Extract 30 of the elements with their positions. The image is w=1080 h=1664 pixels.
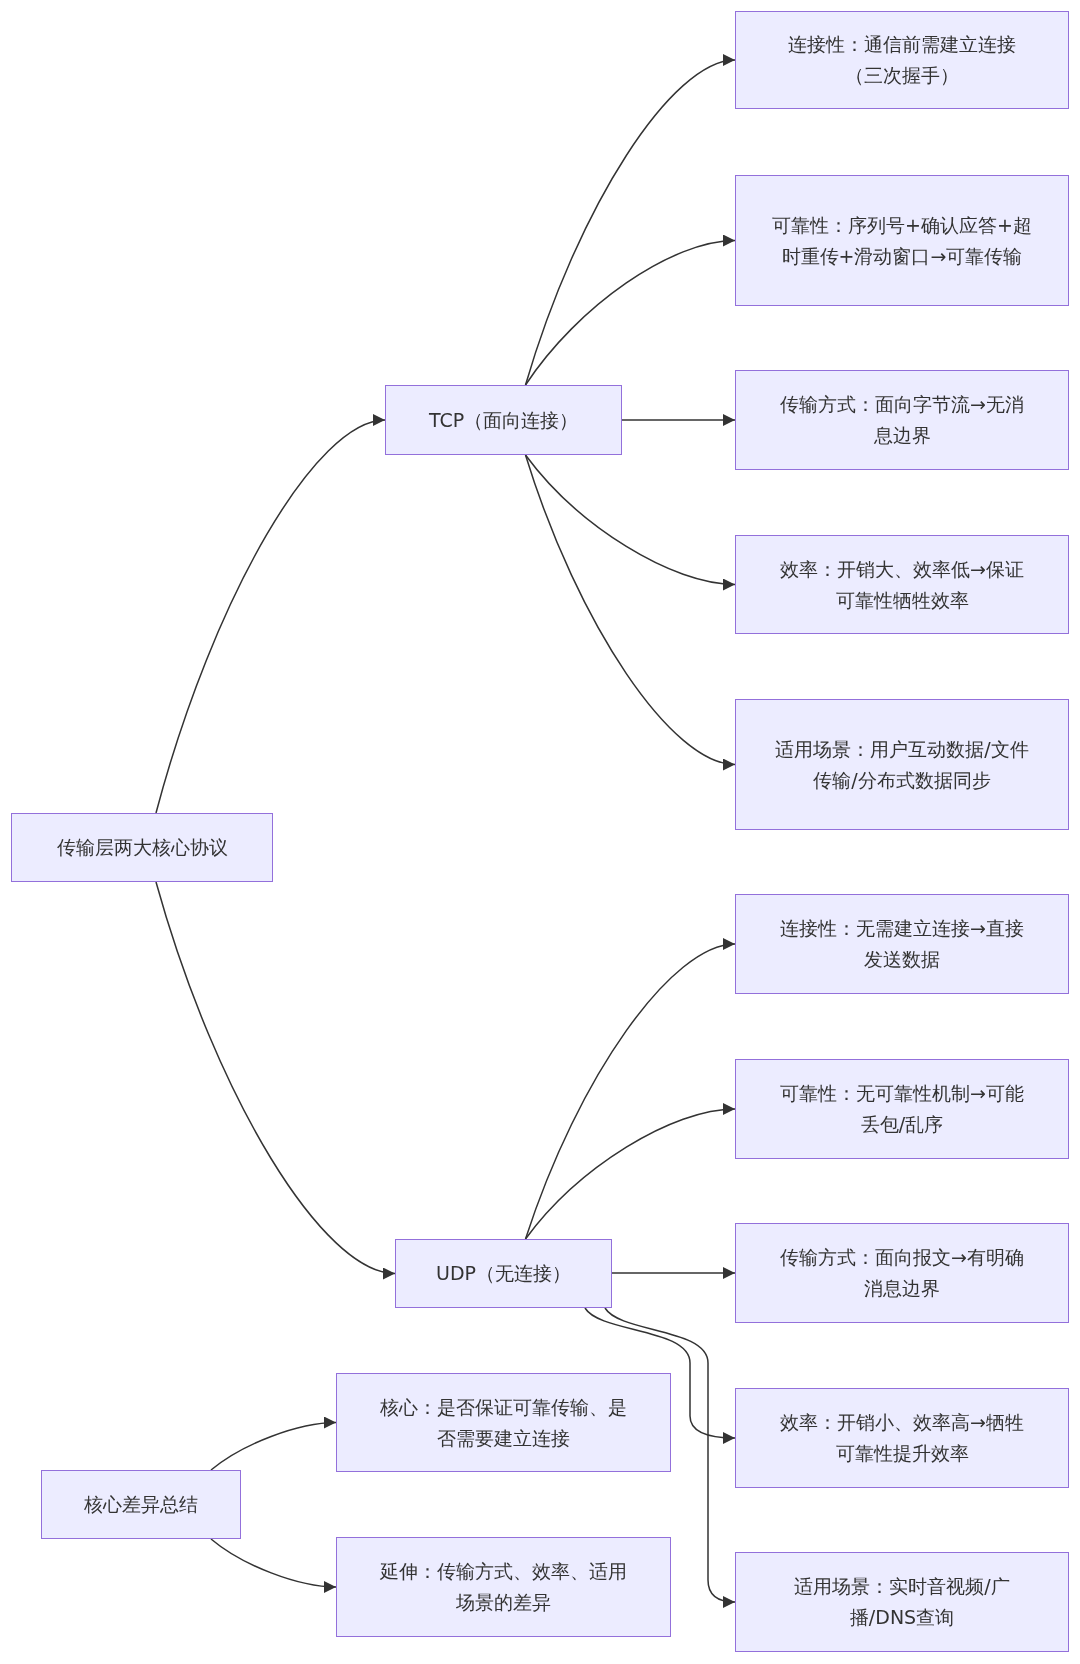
process-box: 可靠性：无可靠性机制→可能丢包/乱序 xyxy=(735,1059,1069,1159)
process-box: 传输方式：面向字节流→无消息边界 xyxy=(735,370,1069,470)
process-box: 可靠性：序列号+确认应答+超时重传+滑动窗口→可靠传输 xyxy=(735,175,1069,306)
process-box: 适用场景：实时音视频/广播/DNS查询 xyxy=(735,1552,1069,1652)
process-box: TCP（面向连接） xyxy=(385,385,622,455)
arrow xyxy=(210,1417,337,1471)
arrow xyxy=(604,1307,736,1608)
process-box: 传输层两大核心协议 xyxy=(11,813,273,882)
process-box: 连接性：通信前需建立连接（三次握手） xyxy=(735,11,1069,109)
arrow xyxy=(524,235,736,386)
arrow xyxy=(210,1538,337,1593)
arrow xyxy=(155,416,386,814)
arrow xyxy=(611,1267,736,1279)
process-box: 效率：开销小、效率高→牺牲可靠性提升效率 xyxy=(735,1388,1069,1488)
process-box: 延伸：传输方式、效率、适用场景的差异 xyxy=(336,1537,671,1637)
arrow xyxy=(524,940,736,1240)
arrow xyxy=(155,881,396,1278)
process-box: UDP（无连接） xyxy=(395,1239,612,1308)
arrow xyxy=(524,454,736,590)
arrow xyxy=(524,56,736,386)
process-box: 效率：开销大、效率低→保证可靠性牺牲效率 xyxy=(735,535,1069,634)
process-box: 核心差异总结 xyxy=(41,1470,241,1539)
process-box: 核心：是否保证可靠传输、是否需要建立连接 xyxy=(336,1373,671,1472)
process-box: 适用场景：用户互动数据/文件传输/分布式数据同步 xyxy=(735,699,1069,830)
arrow xyxy=(524,454,736,769)
process-box: 连接性：无需建立连接→直接发送数据 xyxy=(735,894,1069,994)
arrow xyxy=(524,1103,736,1240)
arrow xyxy=(621,414,736,426)
arrow xyxy=(584,1307,736,1444)
process-box: 传输方式：面向报文→有明确消息边界 xyxy=(735,1223,1069,1323)
